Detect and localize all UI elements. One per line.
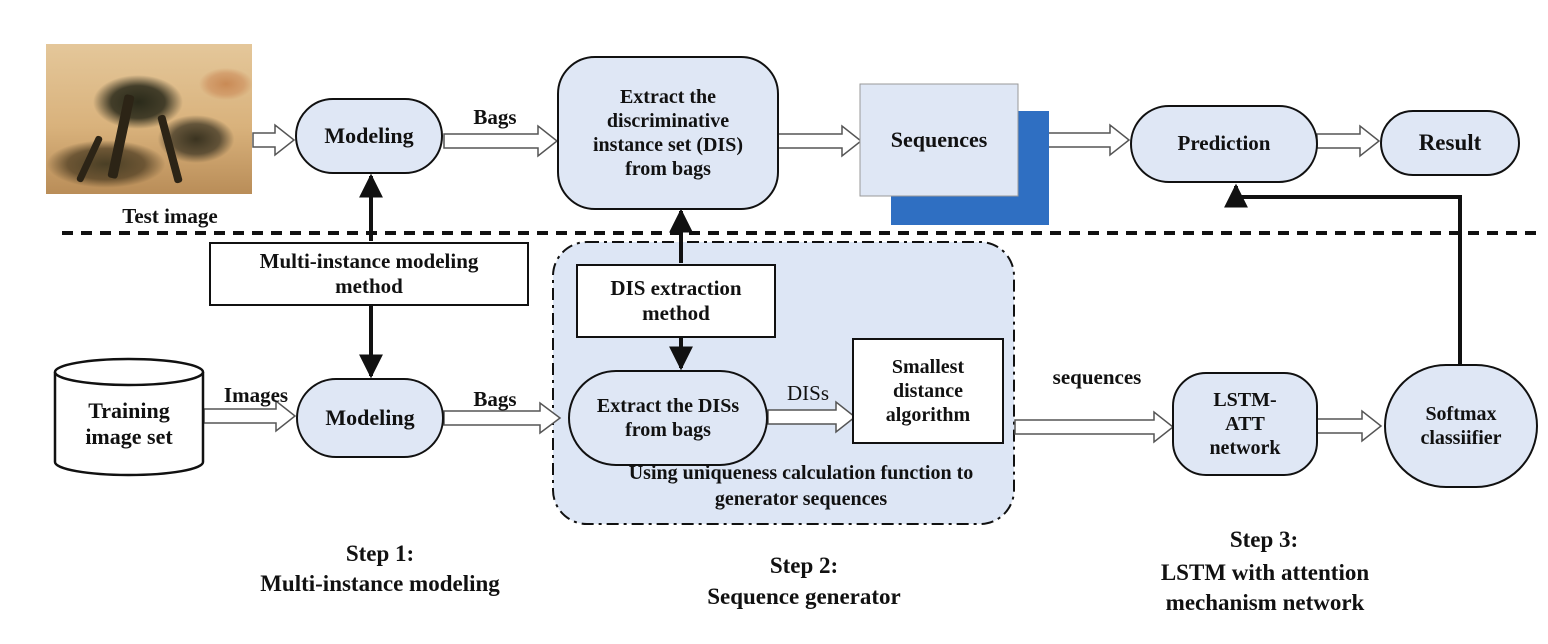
sequences-label-bottom: sequences	[1052, 365, 1142, 389]
arrow-modeling-to-extract-diss	[443, 401, 562, 435]
modeling-node-top: Modeling	[295, 98, 443, 174]
arrow-softmax-to-prediction	[1224, 183, 1462, 364]
arrow-smallest-distance-to-lstm	[1014, 410, 1175, 444]
diss-label: DISs	[786, 381, 829, 405]
extract-dis-node: Extract the discriminative instance set …	[557, 56, 779, 210]
step3-title: Step 3:	[1229, 527, 1299, 552]
training-set-cylinder	[53, 357, 205, 477]
arrow-extract-dis-to-sequences	[777, 124, 863, 158]
smallest-distance-box: Smallest distance algorithm	[852, 338, 1004, 444]
sequences-front-panel	[859, 83, 1019, 197]
arrow-prediction-to-result	[1316, 124, 1381, 158]
test-image-label: Test image	[122, 204, 218, 228]
step2-name: Sequence generator	[707, 584, 901, 609]
arrow-test-image-to-modeling	[252, 123, 296, 157]
prediction-node: Prediction	[1130, 105, 1318, 183]
dis-extraction-method-box: DIS extraction method	[576, 264, 776, 338]
multi-instance-method-box: Multi-instance modeling method	[209, 242, 529, 306]
softmax-node: Softmax classiifier	[1384, 364, 1538, 488]
step3-name: LSTM with attention mechanism network	[1160, 560, 1370, 615]
modeling-node-bottom: Modeling	[296, 378, 444, 458]
arrow-extract-diss-to-smallest-distance	[767, 400, 857, 434]
images-label: Images	[223, 383, 289, 407]
bags-label-top: Bags	[473, 105, 517, 129]
step1-name: Multi-instance modeling	[260, 571, 500, 596]
arrow-training-set-to-modeling	[203, 399, 297, 433]
step1-title: Step 1:	[345, 541, 415, 566]
arrow-modeling-to-extract-dis	[443, 124, 559, 158]
test-painting-image	[46, 44, 252, 194]
bags-label-bottom: Bags	[473, 387, 517, 411]
arrow-lstm-to-softmax	[1316, 409, 1383, 443]
lstm-att-node: LSTM-ATT network	[1172, 372, 1318, 476]
extract-diss-node: Extract the DISs from bags	[568, 370, 768, 466]
result-node: Result	[1380, 110, 1520, 176]
training-set-label: Training image set	[85, 397, 173, 449]
step2-title: Step 2:	[769, 553, 839, 578]
sequences-label: Sequences	[890, 126, 988, 152]
uniqueness-caption: Using uniqueness calculation function to…	[628, 462, 974, 510]
